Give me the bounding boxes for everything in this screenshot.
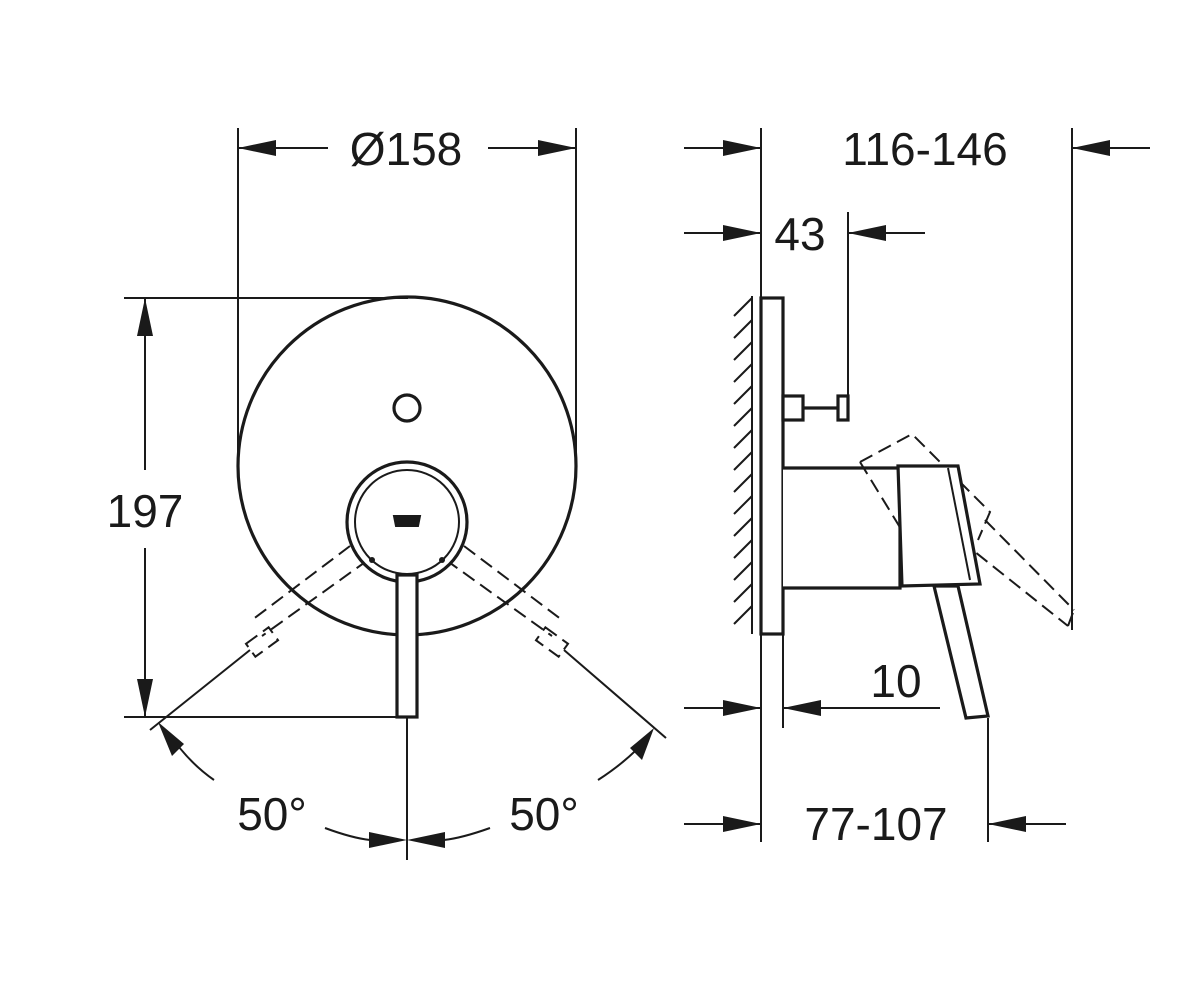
cover-plate-side <box>759 296 785 636</box>
height-label: 197 <box>107 485 184 537</box>
offset-dimension <box>684 700 940 716</box>
handle-hub-side <box>896 464 982 588</box>
angle-radial-left <box>149 649 251 731</box>
hub-dot-left <box>369 557 375 563</box>
diverter-stud-side <box>781 394 850 422</box>
diameter-dimension-line <box>238 140 576 156</box>
valve-body-side <box>783 466 902 590</box>
depth-lever-label: 77-107 <box>804 798 947 850</box>
front-view: Ø158 197 <box>107 123 667 860</box>
diameter-label: Ø158 <box>350 123 463 175</box>
height-dimension-line <box>137 298 153 717</box>
lever <box>395 573 419 719</box>
temperature-mark-icon <box>392 515 422 527</box>
lever-side <box>931 584 990 720</box>
diverter-button <box>392 393 422 423</box>
angle-radial-right <box>563 649 667 739</box>
angle-right-label: 50° <box>509 788 579 840</box>
depth-lever-dimension <box>684 816 1066 832</box>
wall-hatching <box>733 296 753 634</box>
hub-dot-right <box>439 557 445 563</box>
stud-dimension <box>684 225 925 241</box>
side-view: 116-146 43 10 77-107 <box>684 123 1150 850</box>
offset-label: 10 <box>870 655 921 707</box>
angle-arc-right <box>407 728 654 848</box>
depth-total-label: 116-146 <box>842 123 1007 175</box>
lever-rotated-left <box>244 545 369 659</box>
depth-total-dimension <box>684 140 1150 156</box>
angle-left-label: 50° <box>237 788 307 840</box>
stud-label: 43 <box>774 208 825 260</box>
handle-hub-side-edge <box>947 467 971 581</box>
angle-arc-left <box>158 722 407 848</box>
